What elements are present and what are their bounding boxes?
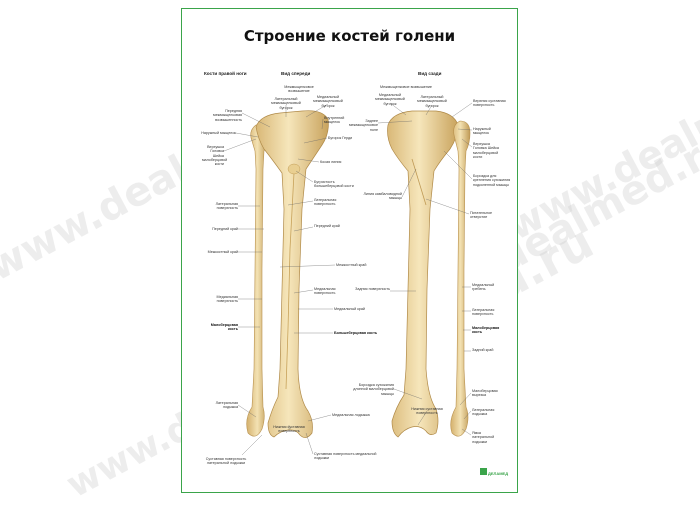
- back-label-r9: Питательное отверстие: [470, 211, 493, 220]
- back-label-r1: Медиальный межмыщелковый бугорок: [375, 93, 405, 106]
- intercondylar-back-label: Межмыщелковое возвышение: [380, 85, 432, 89]
- front-label-l13: Передний край: [314, 224, 340, 228]
- fibula-back: [450, 120, 471, 437]
- front-label-l10: Латеральная поверхность: [215, 202, 238, 211]
- front-label-l12: Передний край: [212, 227, 238, 231]
- front-label-l21: Латеральная лодыжка: [215, 401, 238, 410]
- back-label-r15: Бороздка сухожилия длинной малоберцовой …: [353, 383, 394, 396]
- back-view-bones: [387, 110, 471, 438]
- front-label-l18: Медиальный край: [334, 307, 365, 311]
- left-view-heading: Кости правой ноги: [204, 71, 247, 76]
- front-view-heading: Вид спереди: [281, 71, 311, 76]
- front-label-l8: Косая линия: [320, 160, 342, 164]
- front-label-l20: Малоберцовая кость: [210, 323, 238, 332]
- front-label-l6: Бугорок Герди: [328, 136, 353, 140]
- back-label-r18: Нижняя суставная поверхность: [411, 407, 443, 416]
- bones-illustration: [246, 110, 471, 438]
- front-label-l17: Медиальная поверхность: [216, 295, 238, 304]
- back-label-r19: Ямка латеральной лодыжки: [472, 431, 495, 444]
- back-view-heading: Вид сзади: [418, 71, 442, 76]
- back-label-r12: Латеральная поверхность: [472, 308, 495, 317]
- front-label-l14: Межкостный край: [207, 250, 238, 254]
- back-label-r13: Малоберцовая кость: [472, 326, 500, 335]
- front-label-l15: Межкостный край: [336, 263, 367, 267]
- front-label-l3: Передняя межмыщелковая возвышенность: [213, 109, 242, 122]
- poster-title: Строение костей голени: [243, 27, 456, 45]
- front-label-l24: Суставная поверхность латеральной лодыжк…: [205, 457, 247, 466]
- back-label-r17: Латеральная лодыжка: [472, 408, 495, 417]
- back-label-r4: Заднее межмыщелковое поле: [349, 119, 378, 132]
- back-label-r8: Линия камбаловидной мышцы: [363, 192, 402, 201]
- back-label-r14: Задний край: [472, 348, 494, 352]
- front-label-l23: Нижняя суставная поверхность: [273, 425, 305, 434]
- front-label-l22: Медиальная лодыжка: [332, 413, 370, 417]
- front-label-l7: Верхушка Головка Шейка малоберцовой кост…: [202, 145, 228, 167]
- front-label-l25: Суставная поверхность медиальной лодыжки: [314, 452, 377, 461]
- front-label-l2: Медиальный межмыщелковый бугорок: [313, 95, 343, 108]
- watermark-text: www.dealmed.ru: [500, 40, 700, 249]
- front-label-l1: Латеральный межмыщелковый бугорок: [271, 97, 301, 110]
- front-label-l11: Латеральная поверхность: [314, 198, 337, 207]
- back-label-r2: Латеральный межмыщелковый бугорок: [417, 95, 447, 108]
- back-label-r5: Наружный мыщелок: [473, 127, 491, 136]
- logo-icon: [480, 468, 487, 475]
- front-label-l5: Наружный мыщелок: [201, 131, 236, 135]
- intercondylar-front-label: Межмыщелковое возвышение: [284, 85, 314, 94]
- poster-sheet: Строение костей голени Кости правой ноги…: [181, 8, 518, 493]
- publisher-logo: ДЕЛАМЕД: [488, 471, 509, 476]
- front-label-l9: Бугристость большеберцовой кости: [314, 180, 354, 189]
- tibia-front: [255, 110, 329, 438]
- back-label-r6: Верхушка Головка Шейка малоберцовой кост…: [473, 142, 499, 159]
- back-label-r7: Бороздка для крепления сухожилия подколе…: [473, 174, 511, 187]
- back-label-r11: Медиальный гребень: [472, 283, 495, 292]
- back-label-r10: Задняя поверхность: [355, 287, 390, 291]
- front-label-l16: Медиальная поверхность: [314, 287, 336, 296]
- back-label-r3: Верхняя суставная поверхность: [473, 99, 506, 108]
- front-label-l19: Большеберцовая кость: [334, 331, 378, 335]
- front-view-bones: [246, 110, 329, 438]
- leader-lines: [223, 102, 473, 456]
- back-label-r16: Малоберцовая вырезка: [472, 389, 498, 398]
- front-label-l4: Внутренний мыщелок: [324, 116, 345, 125]
